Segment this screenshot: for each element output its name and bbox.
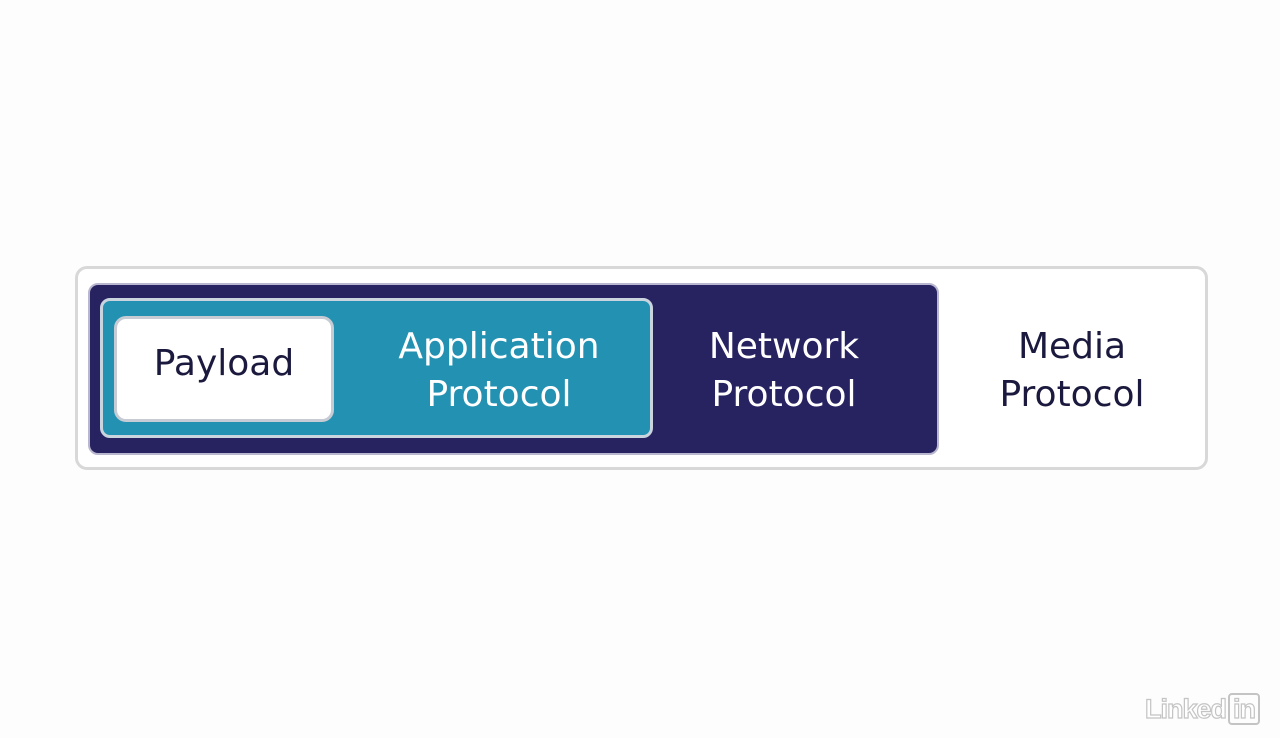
network-protocol-label: Network Protocol bbox=[664, 323, 904, 419]
network-protocol-label-line-2: Protocol bbox=[711, 374, 857, 415]
payload-box bbox=[114, 316, 334, 422]
linkedin-in-logo-icon: in bbox=[1228, 693, 1261, 725]
media-protocol-label: Media Protocol bbox=[952, 323, 1192, 419]
payload-label: Payload bbox=[114, 340, 334, 388]
payload-label-line: Payload bbox=[153, 343, 295, 384]
linkedin-watermark-text: Linked bbox=[1144, 693, 1227, 724]
linkedin-watermark: Linked in bbox=[1144, 692, 1261, 726]
application-protocol-label-line-1: Application bbox=[398, 326, 600, 367]
application-protocol-label: Application Protocol bbox=[374, 323, 624, 419]
network-protocol-label-line-1: Network bbox=[708, 326, 860, 367]
application-protocol-label-line-2: Protocol bbox=[426, 374, 572, 415]
media-protocol-label-line-1: Media bbox=[1017, 326, 1127, 367]
media-protocol-label-line-2: Protocol bbox=[999, 374, 1145, 415]
